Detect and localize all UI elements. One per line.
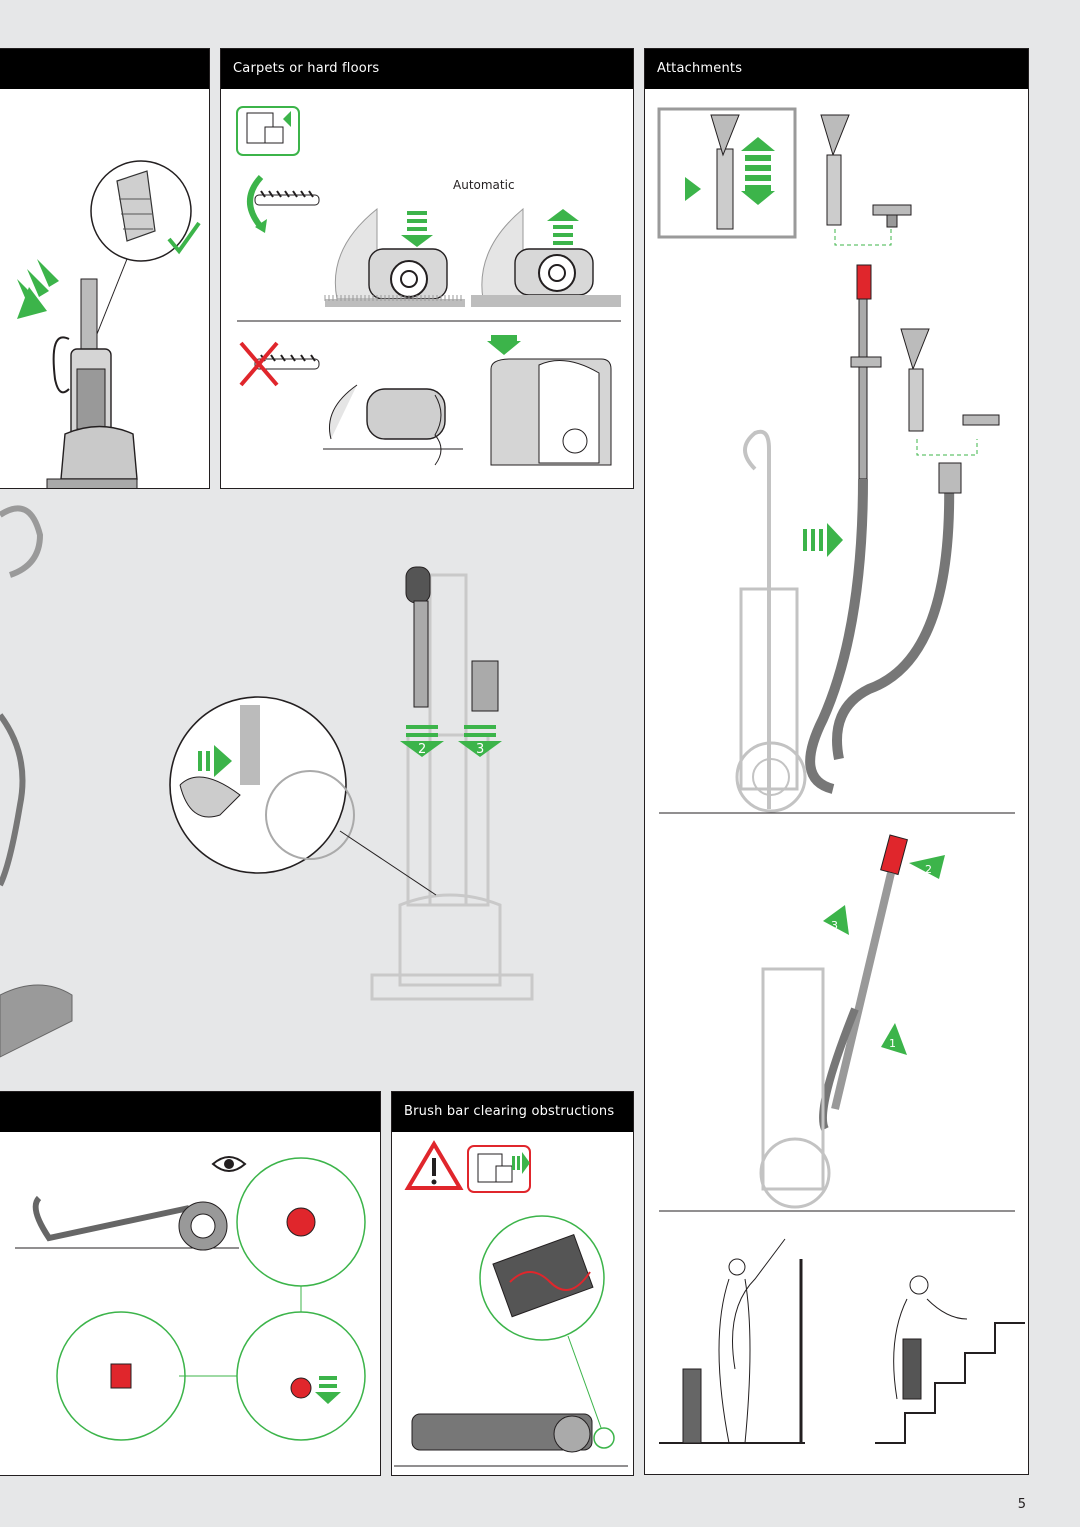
no-rotate-icon [239, 341, 320, 387]
step-3-label: 3 [831, 919, 838, 932]
attachments-illustration: 2 3 1 [657, 107, 1025, 1444]
step-2-arrow [400, 725, 444, 757]
step-3-arrow [458, 725, 502, 757]
carpets-illustration [236, 106, 621, 466]
plug-icon [467, 1145, 531, 1193]
page-number: 5 [1017, 1497, 1026, 1512]
panel-bottom-left-header [0, 1092, 380, 1132]
arrow-down-icon [401, 211, 433, 247]
clear-blockage-illustration [15, 1156, 366, 1441]
arrow-down-icon [487, 335, 521, 355]
panel-attachments-title: Attachments [645, 49, 1028, 89]
check-icon [167, 221, 201, 255]
arrow-right-icon [803, 523, 843, 557]
brush-bar-rotate-icon [247, 174, 320, 233]
step-2-label: 2 [925, 863, 932, 876]
arrow-right-icon [685, 177, 701, 201]
arrow-up-icon [547, 209, 579, 245]
step-1-label: 1 [889, 1037, 896, 1050]
arrow-down-left-icon [17, 259, 59, 319]
panel-brush-bar-title: Brush bar clearing obstructions [392, 1092, 633, 1132]
upright-vacuum-illustration [17, 160, 201, 488]
warning-icon [404, 1140, 464, 1190]
plug-icon [236, 106, 300, 156]
panel-attachments: Attachments [644, 48, 1029, 1475]
panel-top-left-header [0, 49, 209, 89]
panel-bottom-left [0, 1091, 381, 1476]
panel-carpets-hard-floors: Carpets or hard floors Automatic [220, 48, 634, 489]
step-arrow-3 [823, 905, 849, 935]
panel-brush-bar: Brush bar clearing obstructions [391, 1091, 634, 1476]
arrow-up-down-icon [741, 137, 775, 205]
panel-carpets-title: Carpets or hard floors [221, 49, 633, 89]
step-arrow-2 [909, 855, 945, 879]
brush-bar-illustration [394, 1140, 628, 1467]
step-label-3: 3 [476, 742, 484, 757]
panel-top-left [0, 48, 210, 489]
step-label-2: 2 [418, 742, 426, 757]
arrow-down-icon [315, 1376, 341, 1404]
tool-storage-illustration: 2 3 [0, 505, 534, 1058]
step-arrow-1 [881, 1023, 907, 1055]
arrow-right-icon [198, 745, 232, 777]
eye-icon [211, 1156, 247, 1172]
automatic-label: Automatic [453, 178, 515, 192]
